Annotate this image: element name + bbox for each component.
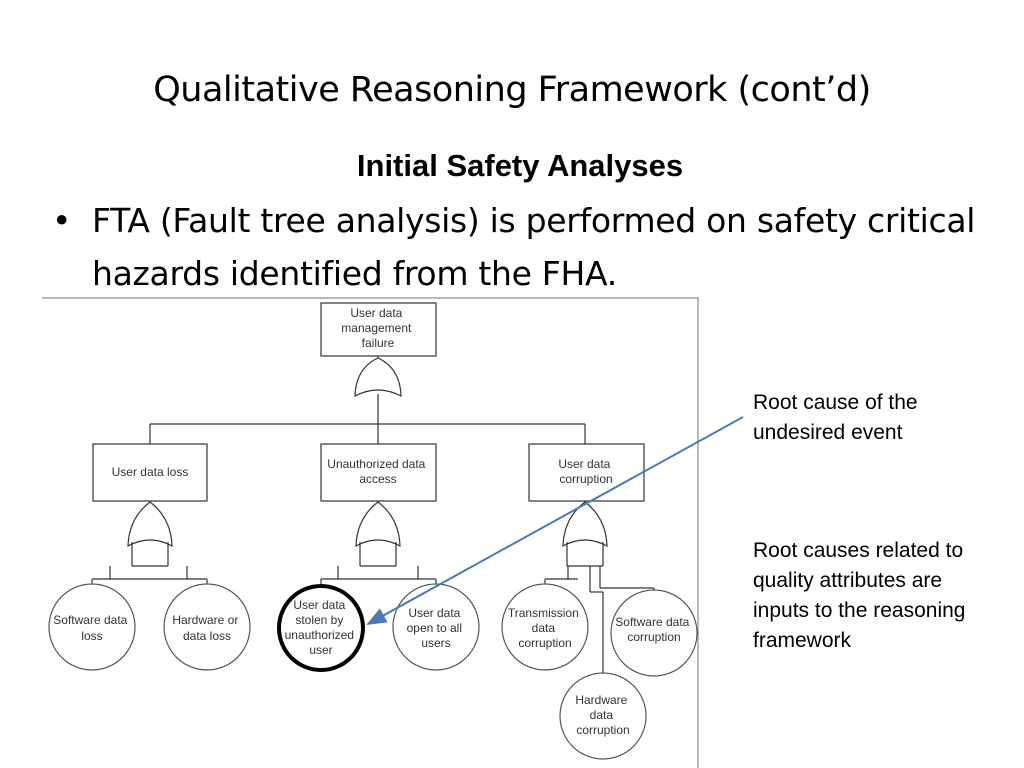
cause-line: users [421, 636, 450, 650]
cause-line: Software data [53, 613, 127, 627]
bullet-text: FTA (Fault tree analysis) is performed o… [92, 201, 976, 293]
slide-subtitle: Initial Safety Analyses [356, 148, 684, 183]
event-label: User data loss [112, 465, 189, 479]
fault-tree-diagram: User data management failure User data l… [42, 297, 699, 768]
top-event-box [320, 302, 437, 357]
cause-circle-hardware-data-corruption [559, 672, 647, 760]
cause-line: data [590, 708, 614, 722]
or-gate-center [355, 501, 401, 548]
cause-line: User data [408, 606, 460, 620]
cause-label: Hardware data corruption [575, 693, 630, 737]
top-event-line: failure [362, 336, 395, 350]
annotation-root-cause: Root cause of the undesired event [753, 391, 918, 444]
cause-line: data [532, 621, 556, 635]
cause-line: Hardware [575, 693, 627, 707]
cause-line: corruption [627, 630, 680, 644]
cause-label: Hardware or data loss [172, 613, 241, 643]
cause-line: Software data [615, 615, 689, 629]
cause-line: open to all [407, 621, 462, 635]
cause-label: User data stolen by unauthorized user [285, 598, 358, 657]
cause-line: Transmission [508, 606, 579, 620]
cause-circle-hardware-data-loss [163, 583, 251, 671]
event-line: Unauthorized data [327, 457, 425, 471]
cause-line: data loss [183, 629, 231, 643]
event-line: User data [558, 457, 610, 471]
event-line: corruption [559, 472, 612, 486]
cause-circle-stolen-by-unauthorized-user [277, 584, 365, 672]
top-event-line: management [341, 321, 412, 335]
event-line: access [359, 472, 396, 486]
bullet-list: • FTA (Fault tree analysis) is performed… [52, 194, 982, 300]
cause-line: user [309, 643, 332, 657]
top-event-line: User data [350, 306, 402, 320]
annotation-quality-causes: Root causes related to quality attribute… [753, 539, 966, 652]
or-gate-top [354, 357, 402, 398]
cause-line: corruption [518, 636, 571, 650]
bullet-dot-icon: • [52, 201, 72, 240]
event-box-user-data-loss [92, 443, 208, 502]
bullet-item: • FTA (Fault tree analysis) is performed… [52, 194, 982, 300]
cause-line: loss [81, 629, 102, 643]
cause-line: unauthorized [285, 628, 354, 642]
cause-line: corruption [576, 723, 629, 737]
cause-line: stolen by [295, 613, 343, 627]
cause-circle-software-data-loss [48, 583, 136, 671]
cause-line: Hardware or [172, 613, 238, 627]
slide-title: Qualitative Reasoning Framework (cont’d) [153, 70, 871, 110]
top-event-label: User data management failure [341, 306, 414, 350]
event-label: User data corruption [558, 457, 613, 486]
cause-label: Software data loss [53, 613, 130, 643]
event-line: User data loss [112, 465, 189, 479]
cause-line: User data [293, 598, 345, 612]
or-gate-right [562, 501, 608, 548]
or-gate-left [127, 501, 173, 548]
